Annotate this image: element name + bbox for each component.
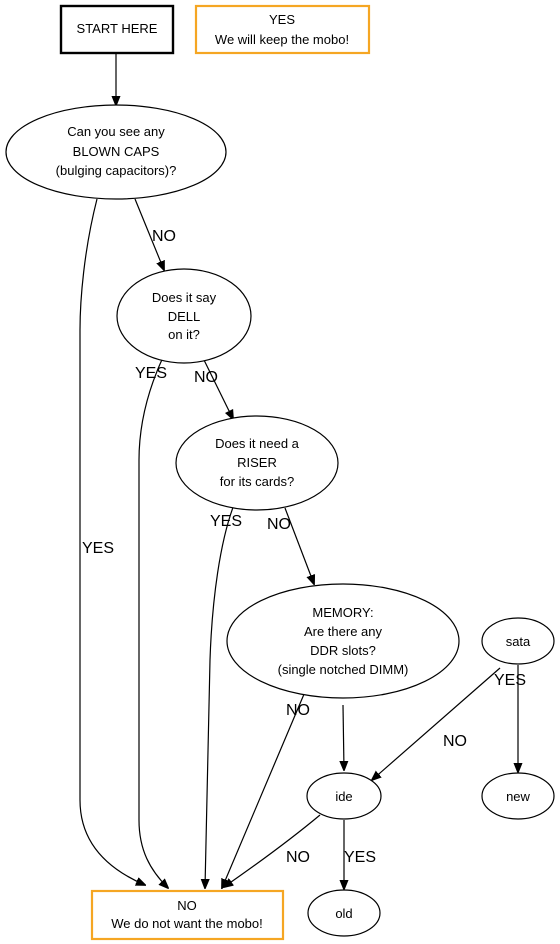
- node-dell-question: Does it say DELL on it?: [116, 268, 252, 364]
- node-riser-line-2: RISER: [237, 455, 277, 470]
- node-blown-caps-line-3: (bulging capacitors)?: [56, 163, 177, 178]
- node-memory-line-4: (single notched DIMM): [278, 662, 409, 677]
- node-memory-line-3: DDR slots?: [310, 643, 376, 658]
- node-blown-caps-line-1: Can you see any: [67, 124, 165, 139]
- node-dell-line-2: DELL: [168, 309, 201, 324]
- node-ide-label: ide: [335, 789, 352, 804]
- node-dell-line-3: on it?: [168, 327, 200, 342]
- node-memory-line-2: Are there any: [304, 624, 383, 639]
- node-memory-question: MEMORY: Are there any DDR slots? (single…: [226, 583, 460, 699]
- node-yes-keep-mobo: YES We will keep the mobo!: [194, 4, 371, 55]
- edge-memory-no-to-no: [222, 679, 311, 888]
- node-riser-line-1: Does it need a: [215, 436, 300, 451]
- node-new-label: new: [506, 789, 530, 804]
- label-ide-yes: YES: [344, 849, 376, 866]
- node-no-want-mobo: NO We do not want the mobo!: [90, 889, 285, 941]
- label-dell-yes: YES: [135, 365, 167, 382]
- label-riser-yes: YES: [210, 513, 242, 530]
- node-start-here-line-1: START HERE: [77, 21, 158, 36]
- edge-dell-yes-to-no: [138, 354, 168, 888]
- node-no-want-mobo-line-2: We do not want the mobo!: [111, 916, 263, 931]
- node-memory-line-1: MEMORY:: [312, 605, 373, 620]
- node-old-label: old: [335, 906, 352, 921]
- node-ide: ide: [306, 772, 382, 820]
- node-no-want-mobo-line-1: NO: [177, 898, 197, 913]
- node-blown-caps-line-2: BLOWN CAPS: [73, 144, 160, 159]
- node-riser-question: Does it need a RISER for its cards?: [175, 415, 339, 511]
- node-sata-label: sata: [506, 634, 531, 649]
- label-ide-no: NO: [286, 849, 310, 866]
- node-yes-keep-mobo-line-2: We will keep the mobo!: [215, 32, 349, 47]
- node-old: old: [307, 889, 381, 937]
- edge-dell-no-to-riser: [203, 359, 233, 419]
- label-caps-yes: YES: [82, 540, 114, 557]
- label-dell-no: NO: [194, 369, 218, 386]
- edge-caps-yes-to-no: [79, 198, 145, 885]
- label-sata-yes: YES: [494, 672, 526, 689]
- node-yes-keep-mobo-line-1: YES: [269, 12, 295, 27]
- node-dell-line-1: Does it say: [152, 290, 217, 305]
- edge-riser-yes-to-no: [205, 501, 236, 888]
- label-sata-no: NO: [443, 733, 467, 750]
- node-sata: sata: [481, 617, 555, 665]
- node-start-here: START HERE: [59, 4, 175, 55]
- edge-caps-no-to-dell: [134, 198, 164, 270]
- label-memory-no: NO: [286, 702, 310, 719]
- edge-riser-no-to-memory: [284, 507, 314, 584]
- node-riser-line-3: for its cards?: [220, 474, 294, 489]
- node-blown-caps-question: Can you see any BLOWN CAPS (bulging capa…: [5, 104, 227, 200]
- label-riser-no: NO: [267, 516, 291, 533]
- node-new: new: [481, 772, 555, 820]
- edge-ide-no-to-no: [224, 814, 321, 887]
- edge-memory-to-ide: [343, 704, 344, 770]
- label-caps-no: NO: [152, 228, 176, 245]
- edge-sata-no-to-ide: [372, 667, 501, 780]
